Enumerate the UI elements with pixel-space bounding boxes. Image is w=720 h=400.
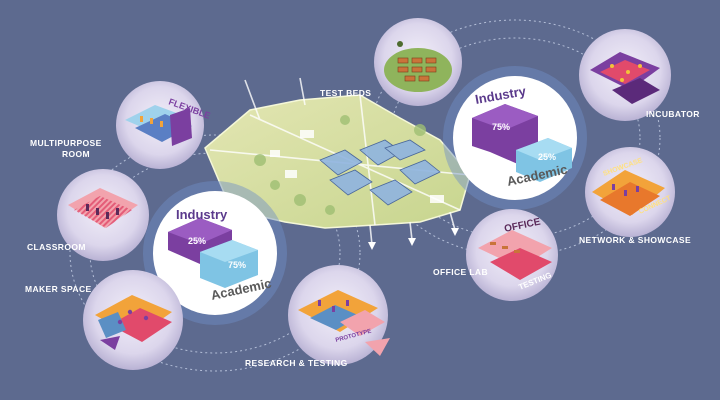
test-beds-vignette	[374, 18, 462, 106]
split-circle-right: Industry 75% 25% Academic	[443, 66, 587, 210]
label-test-beds: TEST BEDS	[320, 88, 371, 98]
research-testing-vignette: PROTOTYPE	[288, 265, 390, 365]
industry-pct-right: 75%	[492, 122, 510, 132]
incubator-vignette	[579, 29, 671, 121]
network-showcase-vignette: CONNECT SHOWCASE	[585, 147, 675, 237]
maker-space-vignette	[83, 270, 183, 370]
label-office-lab: OFFICE LAB	[433, 267, 488, 277]
split-circle-left: Industry 25% 75% Academic	[143, 181, 287, 325]
label-research-testing: RESEARCH & TESTING	[245, 358, 348, 368]
multipurpose-vignette: FLEXIBLE	[116, 81, 212, 169]
industry-pct-left: 25%	[188, 236, 206, 246]
label-network-showcase: NETWORK & SHOWCASE	[579, 235, 691, 245]
label-incubator: INCUBATOR	[646, 109, 700, 119]
label-multipurpose-line1: MULTIPURPOSE	[30, 138, 102, 148]
office-lab-vignette: OFFICE TESTING	[466, 209, 558, 301]
academic-pct-left: 75%	[228, 260, 246, 270]
industry-label-left: Industry	[176, 207, 228, 222]
label-classroom: CLASSROOM	[27, 242, 86, 252]
label-maker-space: MAKER SPACE	[25, 284, 92, 294]
academic-pct-right: 25%	[538, 152, 556, 162]
classroom-vignette	[57, 169, 149, 261]
label-multipurpose-line2: ROOM	[62, 149, 90, 159]
